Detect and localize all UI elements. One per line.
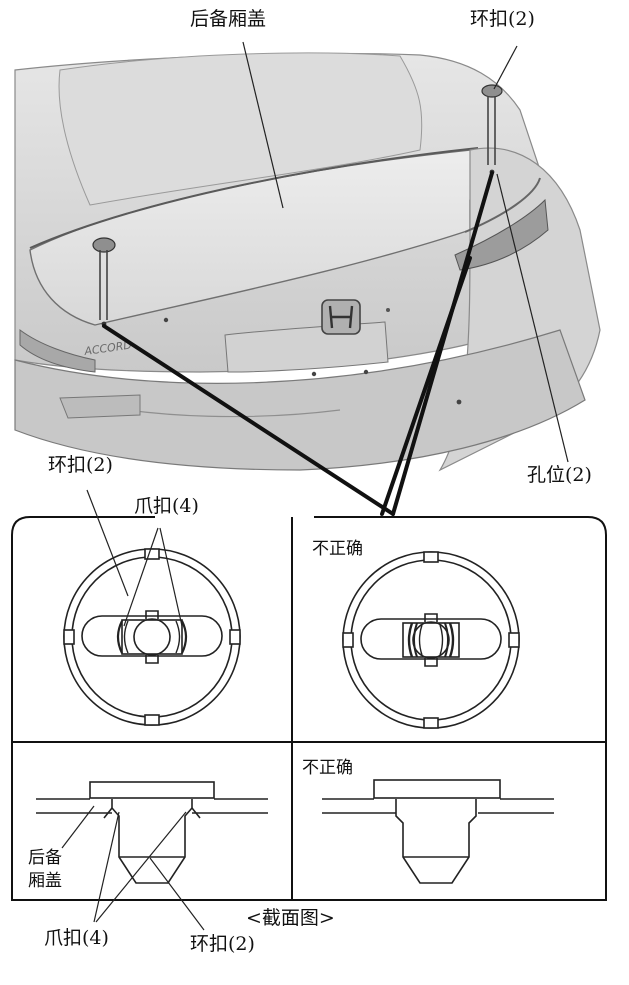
tail-lamp-right bbox=[454, 198, 549, 271]
reflector bbox=[59, 394, 141, 419]
leader-ring-clip-top bbox=[493, 45, 518, 90]
clip-section-correct bbox=[36, 781, 268, 884]
clip-section-incorrect bbox=[322, 779, 554, 884]
tail-lamp-left bbox=[19, 329, 96, 373]
label-section-caption: <截面图> bbox=[246, 907, 335, 929]
leader-claw-top bbox=[123, 527, 183, 627]
detail-box bbox=[11, 516, 607, 901]
label-trunk-lid-line2: 厢盖 bbox=[28, 871, 62, 891]
ring-clip-right-on-car bbox=[481, 84, 503, 175]
rear-bumper bbox=[14, 329, 586, 471]
label-hole: 孔位(2) bbox=[527, 464, 592, 486]
leader-hole bbox=[496, 173, 569, 463]
label-ring-clip-top: 环扣(2) bbox=[470, 8, 535, 30]
clip-top-view-correct bbox=[63, 548, 241, 726]
leader-trunk-lid bbox=[242, 41, 284, 209]
leader-ring-clip-left bbox=[86, 489, 129, 597]
label-incorrect-bottom: 不正确 bbox=[302, 758, 353, 778]
label-incorrect-top: 不正确 bbox=[312, 539, 363, 559]
car-rear-illustration: ACCORD bbox=[14, 52, 601, 472]
label-ring-clip-bottom: 环扣(2) bbox=[190, 933, 255, 955]
label-claw-bottom: 爪扣(4) bbox=[44, 927, 109, 949]
clip-top-view-incorrect bbox=[342, 551, 520, 729]
rear-window bbox=[58, 52, 423, 206]
spoiler-edge bbox=[29, 147, 479, 249]
leaders-bottom bbox=[61, 805, 205, 931]
pointer-lines bbox=[102, 171, 494, 516]
label-trunk-lid-line1: 后备 bbox=[28, 848, 62, 868]
honda-emblem bbox=[321, 299, 361, 335]
label-claw-top: 爪扣(4) bbox=[134, 495, 199, 517]
label-ring-clip-left: 环扣(2) bbox=[48, 454, 113, 476]
label-trunk-lid: 后备厢盖 bbox=[190, 8, 267, 30]
